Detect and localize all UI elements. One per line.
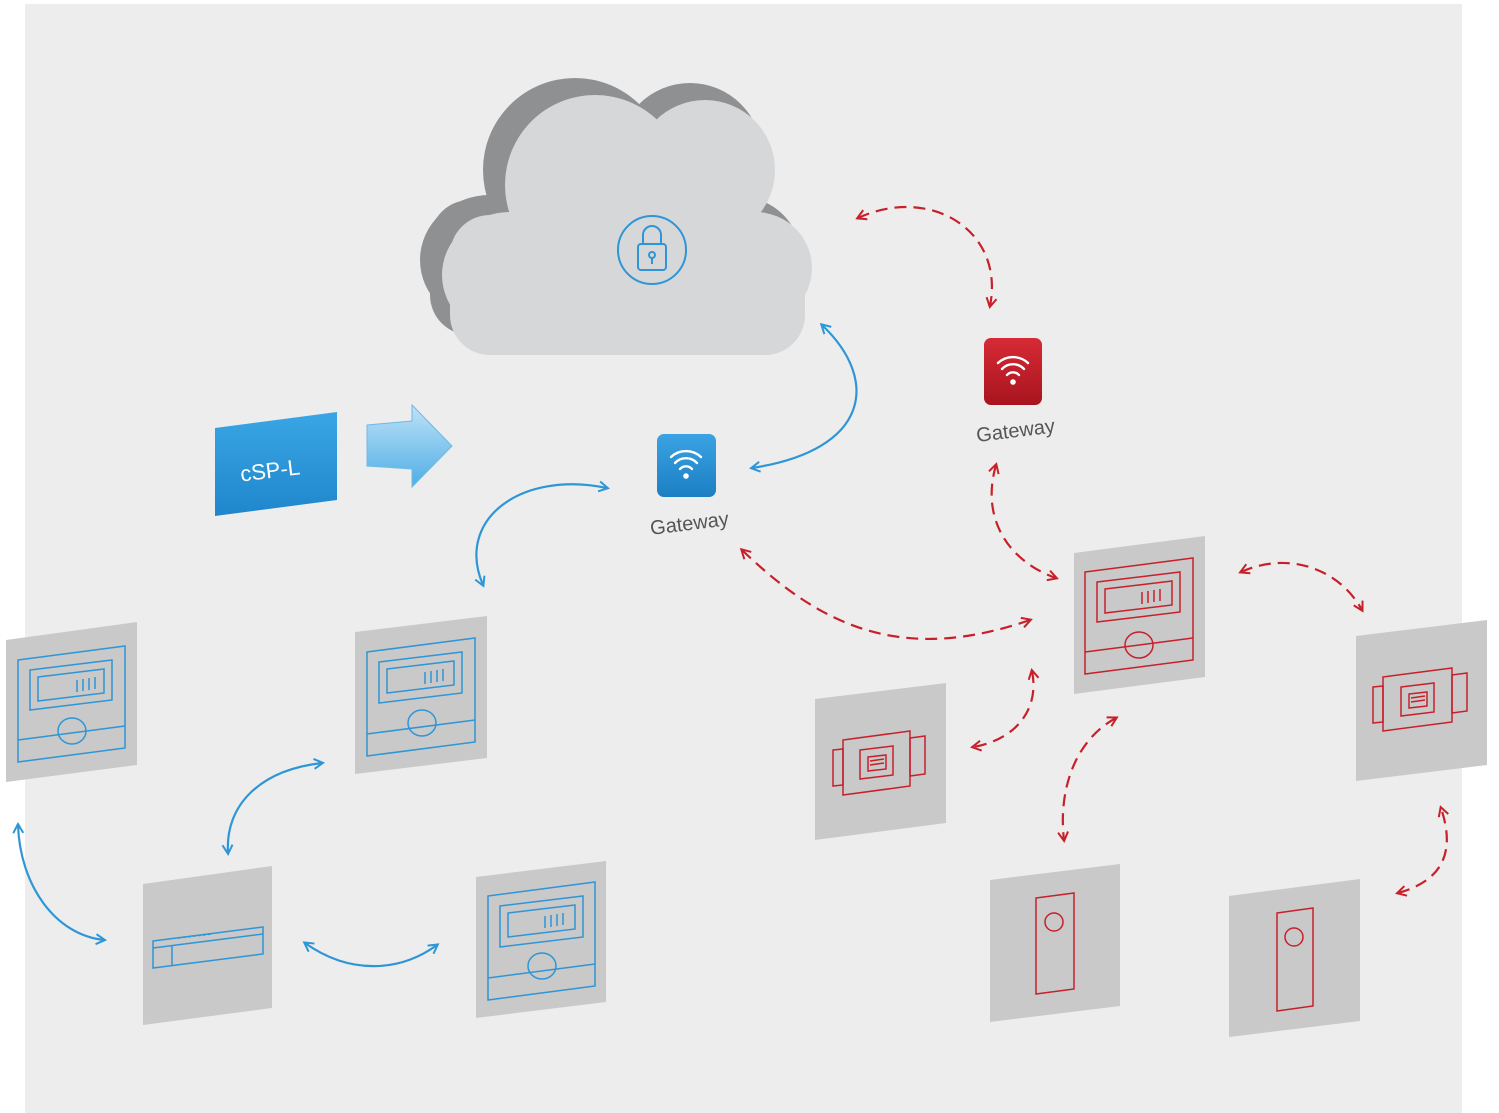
actuator-valve-icon [1372, 667, 1468, 732]
red-connections [742, 206, 1447, 893]
blue-link-gateway-device [476, 484, 607, 585]
cloud [420, 78, 812, 355]
arrow-right-icon [366, 403, 453, 489]
actuator-valve-icon [832, 730, 926, 796]
red-device-tile [815, 683, 946, 840]
red-link-controller-actuator-right [1241, 561, 1362, 610]
red-gateway: Gateway [975, 338, 1056, 447]
red-link-controller-sensor [1063, 718, 1116, 840]
blue-link-device-base [228, 763, 322, 853]
blue-gateway: Gateway [649, 434, 730, 540]
blue-device-tile [143, 866, 272, 1025]
base-station-icon [152, 926, 264, 969]
red-device-tile [1356, 620, 1487, 781]
red-link-gateway-controller [992, 465, 1056, 578]
csp-l-box: cSP-L [215, 412, 337, 516]
room-controller-icon [487, 881, 596, 1001]
wifi-icon [669, 449, 703, 479]
red-device-tile [990, 864, 1120, 1022]
padlock-icon [617, 215, 687, 285]
red-device-tile [1074, 536, 1205, 694]
blue-device-tile [476, 861, 606, 1018]
red-link-bluegateway-controller [742, 550, 1030, 640]
blue-link-gateway-cloud [752, 325, 858, 468]
blue-gateway-label: Gateway [649, 508, 730, 539]
room-controller-icon [17, 645, 126, 763]
red-link-sensor-actuator [1398, 808, 1447, 893]
room-controller-icon [366, 637, 476, 757]
blue-link-device-base-left [18, 825, 104, 940]
red-gateway-label: Gateway [975, 415, 1056, 446]
blue-connections [18, 325, 858, 968]
blue-device-tile [355, 616, 487, 774]
red-link-controller-actuator [973, 671, 1033, 747]
red-link-cloud-gateway [858, 206, 992, 306]
sensor-icon [1035, 892, 1075, 995]
red-device-tile [1229, 879, 1360, 1037]
blue-link-base-device [305, 943, 437, 968]
wifi-icon [996, 355, 1030, 385]
sensor-icon [1276, 907, 1314, 1012]
room-controller-icon [1084, 557, 1194, 675]
blue-device-tile [6, 622, 137, 782]
